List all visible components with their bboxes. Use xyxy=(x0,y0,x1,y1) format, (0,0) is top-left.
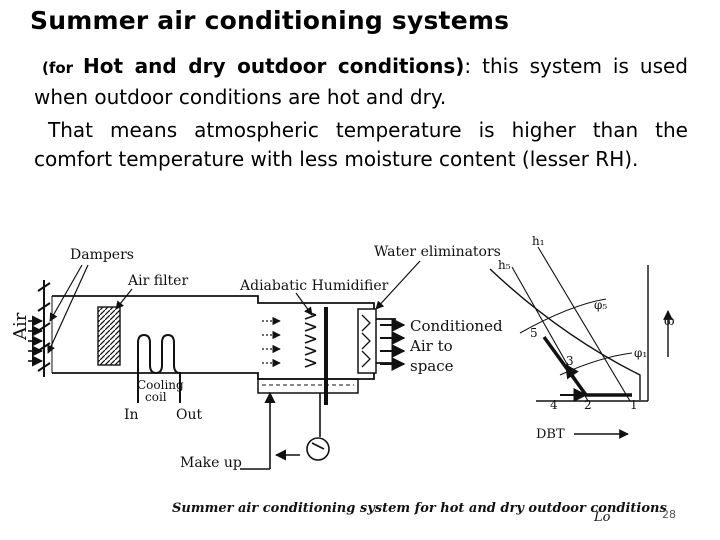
coil-label: coil xyxy=(145,390,167,404)
phi5-label: φ₅ xyxy=(594,298,607,312)
dbt-label: DBT xyxy=(536,427,565,442)
air-conditioning-diagram: Air Dampers Air filter Cooling coil In O… xyxy=(10,234,675,525)
slide-number: 28 xyxy=(662,508,676,521)
condition-description: : this system is used when outdoor condi… xyxy=(34,54,689,109)
space-label: space xyxy=(410,357,454,375)
air-filter-pointer xyxy=(115,288,133,310)
conditioned-label: Conditioned xyxy=(410,317,503,335)
dampers xyxy=(37,280,51,377)
water-eliminators-label: Water eliminators xyxy=(374,244,501,260)
coil-out-label: Out xyxy=(176,407,202,423)
cooling-coil xyxy=(137,333,181,403)
make-up-water-circuit xyxy=(240,391,330,470)
point-3-label: 3 xyxy=(566,354,574,368)
adiabatic-humidifier-label: Adiabatic Humidifier xyxy=(239,278,389,294)
cooling-label: Cooling xyxy=(137,378,184,392)
air-label: Air xyxy=(10,312,31,341)
dampers-pointer xyxy=(47,264,89,354)
explanation-paragraph: That means atmospheric temperature is hi… xyxy=(34,118,688,171)
process-line-3 xyxy=(565,363,587,396)
page-title: Summer air conditioning systems xyxy=(30,6,510,35)
intro-paragraph: (for Hot and dry outdoor conditions): th… xyxy=(34,52,688,112)
diagram-caption: Summer air conditioning system for hot a… xyxy=(172,501,667,516)
humidifier-spray xyxy=(262,310,317,368)
eliminators-pointer xyxy=(375,260,421,310)
air-filter-label: Air filter xyxy=(127,273,188,289)
water-sump xyxy=(257,378,359,394)
enthalpy-line-h1 xyxy=(537,246,631,402)
outlet-air-arrows xyxy=(380,318,406,371)
h5-label: h₅ xyxy=(498,258,511,272)
water-eliminators xyxy=(357,308,377,374)
point-5-label: 5 xyxy=(530,326,538,340)
phi1-label: φ₁ xyxy=(634,346,647,360)
h1-label: h₁ xyxy=(532,234,545,248)
dampers-pointer xyxy=(49,264,83,322)
rh-line-phi5 xyxy=(519,298,607,334)
coil-in-label: In xyxy=(124,407,139,423)
psychrometric-chart: h₁ h₅ φ₅ φ₁ ω 1 2 3 4 5 DBT xyxy=(489,234,675,442)
saturation-curve xyxy=(489,268,641,400)
omega-label: ω xyxy=(664,314,675,329)
point-4-label: 4 xyxy=(550,398,558,412)
caption-tail: Lo xyxy=(593,510,611,525)
point-2-label: 2 xyxy=(584,398,592,412)
air-filter xyxy=(97,306,121,366)
eliminator-blades xyxy=(361,314,371,368)
dampers-label: Dampers xyxy=(70,247,134,263)
condition-heading: Hot and dry outdoor conditions) xyxy=(82,54,465,78)
make-up-label: Make up xyxy=(180,455,242,471)
air-to-label: Air to xyxy=(409,337,453,355)
condition-prefix: (for xyxy=(42,59,83,77)
humidifier-pointer xyxy=(295,292,313,316)
point-1-label: 1 xyxy=(630,398,638,412)
